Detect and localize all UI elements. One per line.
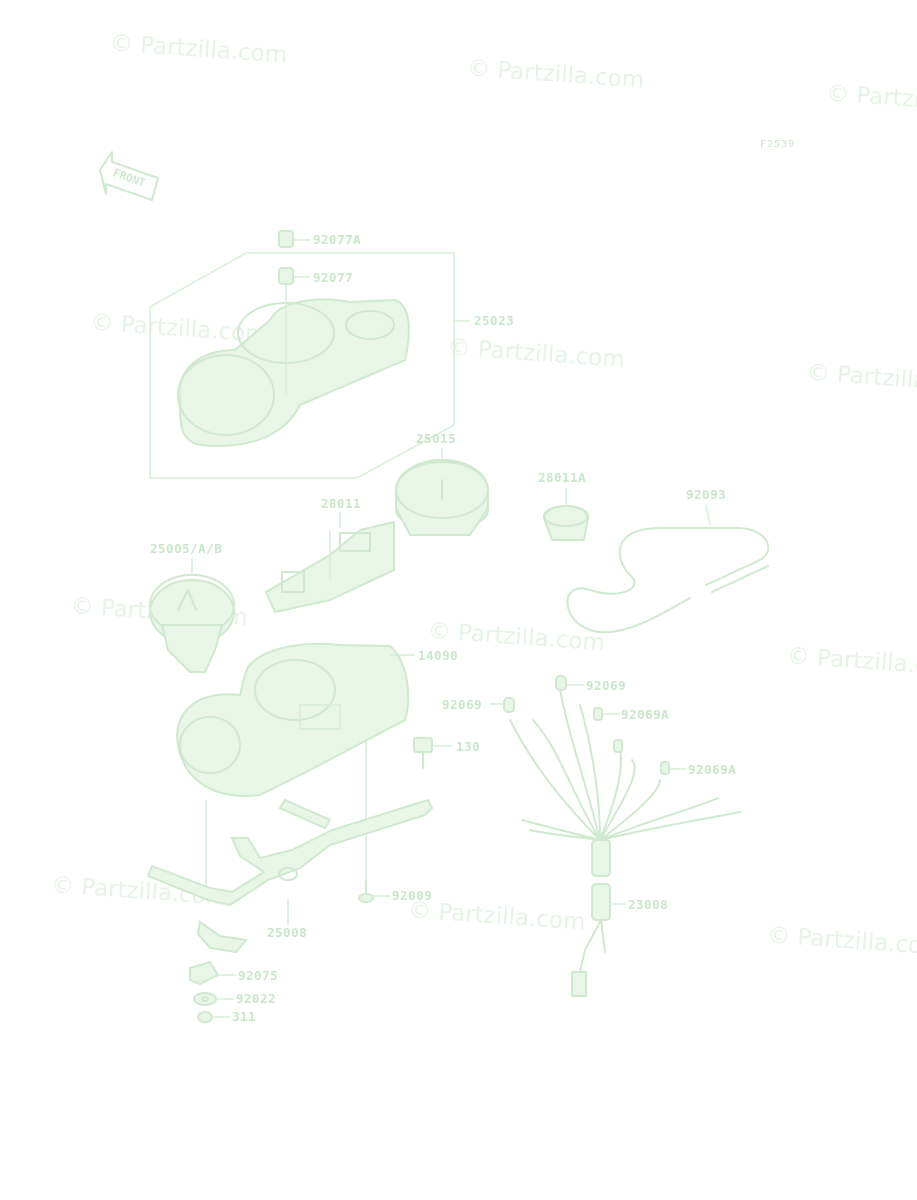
meter-25005 (149, 558, 235, 673)
callout-92077A: 92077A (313, 232, 361, 247)
watermark: © Partzilla.com (447, 335, 626, 373)
callout-92093: 92093 (686, 487, 726, 502)
screw-92009 (358, 879, 390, 903)
watermark: © Partzilla.com (109, 30, 288, 68)
socket-28011 (264, 512, 395, 614)
callout-25005: 25005/A/B (150, 541, 222, 556)
front-label: FRONT (111, 166, 147, 190)
callout-28011A: 28011A (538, 470, 586, 485)
callout-92022: 92022 (236, 991, 276, 1006)
meter-case-14090 (176, 642, 415, 895)
meter-25015 (395, 448, 489, 536)
screw-92077 (278, 267, 310, 285)
watermark: © Partzilla.com (466, 55, 645, 93)
callout-92077: 92077 (313, 270, 353, 285)
watermark: © Partzilla.com (407, 897, 586, 935)
callout-92069A-top: 92069A (621, 707, 669, 722)
cable-92093 (566, 504, 770, 634)
watermark: © Partzilla.com (90, 310, 269, 348)
watermark: © Partzilla.com (806, 360, 917, 398)
washer-92022 (193, 992, 234, 1006)
screw-92077A (278, 230, 310, 248)
callout-25008: 25008 (267, 925, 307, 940)
callout-25023: 25023 (474, 313, 514, 328)
front-arrow-icon: FRONT (99, 151, 159, 201)
callout-92069-top: 92069 (586, 678, 626, 693)
callout-14090: 14090 (418, 648, 458, 663)
callout-311: 311 (232, 1009, 256, 1024)
screw-130 (413, 737, 452, 769)
nut-311 (197, 1011, 230, 1023)
grommet-92075 (189, 960, 236, 986)
callout-25015: 25015 (416, 431, 456, 446)
callout-labels: 92077A 92077 25023 25015 28011A 92093 28… (150, 232, 736, 1024)
bulbs-92069 (490, 675, 686, 775)
callout-92069A-right: 92069A (688, 762, 736, 777)
callout-130: 130 (456, 739, 480, 754)
watermark: © Partzilla.com (786, 643, 917, 681)
callout-92075: 92075 (238, 968, 278, 983)
callout-23008: 23008 (628, 897, 668, 912)
meter-cover-25023 (149, 252, 470, 479)
meter-28011A (542, 488, 590, 541)
callout-92069-left: 92069 (442, 697, 482, 712)
watermark: © Partzilla.com (825, 80, 917, 118)
watermark: © Partzilla.com (766, 922, 917, 960)
figure-code: F2539 (760, 139, 795, 150)
callout-28011: 28011 (321, 496, 361, 511)
harness-23008 (509, 689, 741, 997)
bracket-25008 (146, 798, 434, 954)
callout-92009: 92009 (392, 888, 432, 903)
